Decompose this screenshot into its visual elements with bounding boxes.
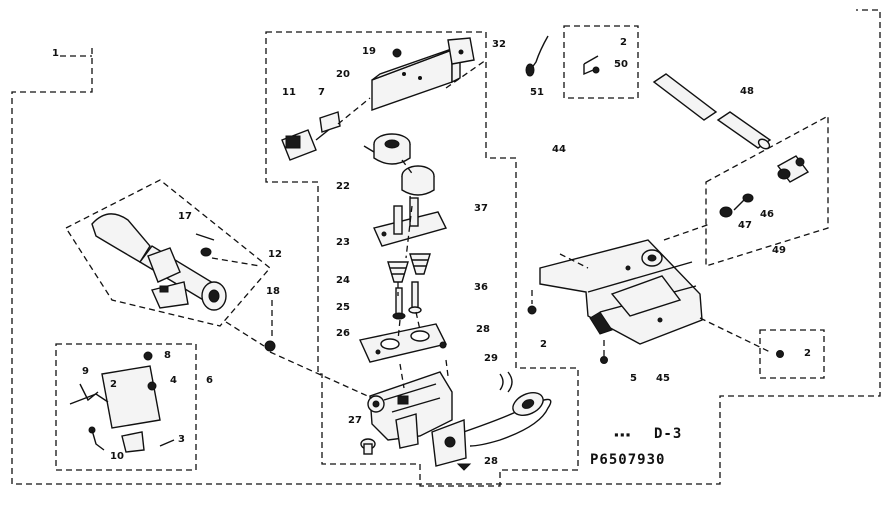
callout-51: 51 [530,87,544,98]
main-valve-body [367,371,453,449]
callout-48: 48 [740,86,754,97]
sheet-id: D-3 [654,426,683,442]
callout-26: 26 [336,328,350,339]
bracket-screw-left [527,305,537,315]
thermocouple-coil [439,371,552,447]
bracket-screw [392,48,402,58]
air-shutter-screw [195,233,215,257]
left-burner-assembly [91,213,227,311]
fastener-group-boundary [563,25,639,99]
callout-9: 9 [82,366,89,377]
callout-25: 25 [336,302,350,313]
callout-24: 24 [336,275,350,286]
valve-springs [387,253,431,283]
callout-18: 18 [266,286,280,297]
callout-6: 6 [206,375,213,386]
mounting-bracket [371,44,461,111]
callout-47: 47 [738,220,752,231]
valve-pins [392,281,422,320]
callout-23: 23 [336,237,350,248]
callout-11: 11 [282,87,296,98]
callout-2: 2 [620,37,627,48]
callout-1: 1 [52,48,59,59]
callout-50: 50 [614,59,628,70]
housing-group-boundary [265,31,579,487]
callout-44: 44 [552,144,566,155]
small-mark: ▪▪▪ [614,430,632,439]
callout-5: 5 [630,373,637,384]
mounting-screw [360,438,376,455]
callout-32: 32 [492,39,506,50]
callout-2: 2 [110,379,117,390]
callout-46: 46 [760,209,774,220]
valve-gasket [359,323,448,363]
callout-36: 36 [474,282,488,293]
screw-group-boundary [759,329,825,379]
bottom-nut [456,463,472,471]
burner-tube-boundary [65,179,271,327]
callout-12: 12 [268,249,282,260]
callout-2: 2 [540,339,547,350]
callout-45: 45 [656,373,670,384]
burner-tube [652,73,772,150]
callout-49: 49 [772,245,786,256]
burner-mount-bracket [539,239,703,345]
callout-4: 4 [170,375,177,386]
callout-37: 37 [474,203,488,214]
orifice-screw [264,340,276,352]
callout-8: 8 [164,350,171,361]
bracket-screw-bottom [600,356,608,364]
lower-bracket [431,419,467,467]
callout-7: 7 [318,87,325,98]
orifice-fitting [719,155,810,218]
callout-10: 10 [110,451,124,462]
catalog-number: P6507930 [590,452,666,468]
leader-lines [211,59,771,399]
callout-28: 28 [484,456,498,467]
valve-plate [373,197,448,247]
valve-bracket-parts [69,351,175,453]
callout-29: 29 [484,353,498,364]
callout-20: 20 [336,69,350,80]
assembly-boundary-line [11,9,881,485]
callout-3: 3 [178,434,185,445]
callout-19: 19 [362,46,376,57]
solenoid-coil [363,133,411,165]
switch-part [281,111,341,161]
callout-27: 27 [348,415,362,426]
burner-group-boundary [705,114,829,267]
bracket-screw-right [776,350,784,358]
gasket-screw [439,341,447,349]
valve-bracket-boundary [55,343,197,471]
fastener-part [583,55,600,76]
callout-2: 2 [804,348,811,359]
callout-22: 22 [336,181,350,192]
wire-lead [525,35,549,77]
callout-17: 17 [178,211,192,222]
callout-28: 28 [476,324,490,335]
